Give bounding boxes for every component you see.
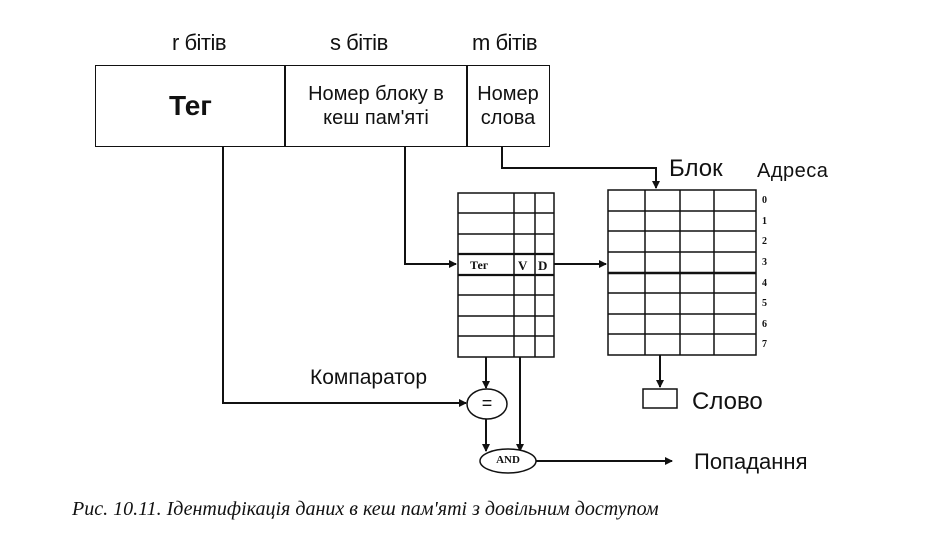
word-to-block-line bbox=[501, 147, 660, 189]
row-number: 1 bbox=[762, 216, 767, 227]
block-number-line2: кеш пам'яті bbox=[323, 107, 429, 129]
block-number-to-directory-line bbox=[404, 147, 457, 268]
and-gate-label: AND bbox=[496, 454, 520, 466]
block-number-line1: Номер блоку в bbox=[308, 83, 444, 105]
row-number: 7 bbox=[762, 339, 767, 350]
tag-to-comparator-line bbox=[222, 147, 467, 407]
address-label: Адреса bbox=[757, 160, 829, 182]
row-number: 5 bbox=[762, 298, 767, 309]
block-number-field: Номер блоку в кеш пам'яті bbox=[284, 65, 468, 147]
and-gate-ellipse bbox=[479, 448, 537, 474]
row-number: 2 bbox=[762, 236, 767, 247]
word-box bbox=[642, 388, 678, 409]
cache-directory-table bbox=[457, 192, 555, 358]
directory-tag-label: Тег bbox=[470, 258, 489, 272]
m-bits-label: m бітів bbox=[472, 30, 538, 55]
word-number-line1: Номер bbox=[477, 83, 539, 105]
hit-label: Попадання bbox=[694, 449, 808, 474]
tag-field-label: Тег bbox=[169, 90, 212, 121]
r-bits-label: r бітів bbox=[172, 30, 227, 55]
row-number: 4 bbox=[762, 278, 767, 289]
row-number: 0 bbox=[762, 195, 767, 206]
comparator-label: Компаратор bbox=[310, 366, 428, 389]
word-number-line2: слова bbox=[480, 107, 536, 129]
equals-symbol: = bbox=[481, 393, 493, 413]
tag-field: Тег bbox=[95, 65, 286, 147]
block-label: Блок bbox=[669, 155, 723, 182]
word-label: Слово bbox=[692, 388, 763, 415]
directory-d-label: D bbox=[538, 258, 548, 273]
word-number-field: Номер слова bbox=[466, 65, 550, 147]
row-number: 3 bbox=[762, 257, 767, 268]
comparator-ellipse bbox=[466, 388, 508, 420]
row-number: 6 bbox=[762, 319, 767, 330]
figure-caption: Рис. 10.11. Ідентифікація даних в кеш па… bbox=[72, 498, 659, 520]
s-bits-label: s бітів bbox=[330, 30, 388, 55]
directory-v-label: V bbox=[518, 258, 528, 273]
cache-data-table bbox=[607, 189, 757, 356]
